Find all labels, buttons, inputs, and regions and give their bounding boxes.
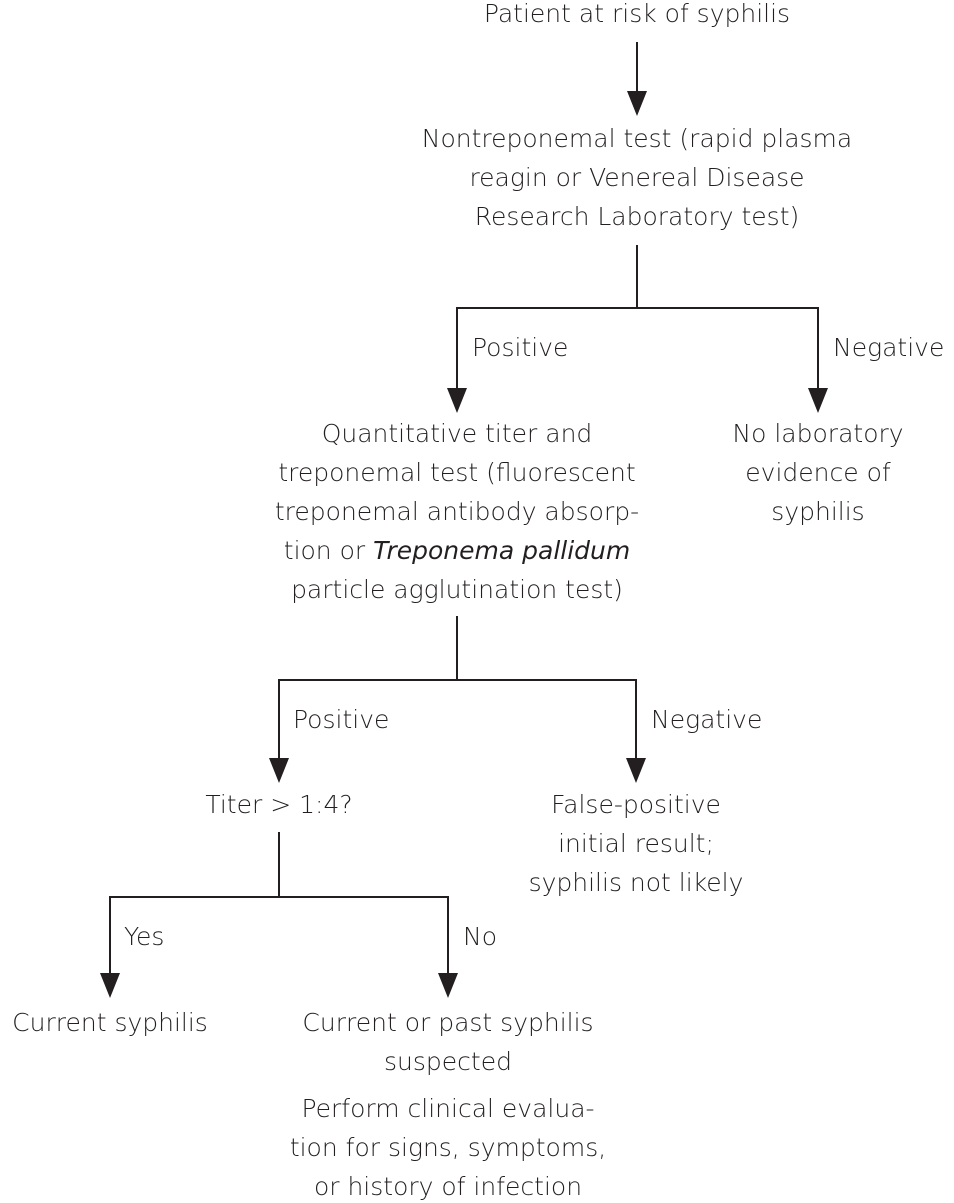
node-text-line: tion or Treponema pallidum <box>284 536 630 565</box>
arrow-head-icon <box>626 758 646 783</box>
node-text-line: evidence of <box>745 458 891 487</box>
node-clinical-evaluation: Perform clinical evalua- tion for signs,… <box>290 1094 606 1201</box>
node-text-line: Nontreponemal test (rapid plasma <box>422 124 852 153</box>
node-quantitative-titer: Quantitative titer and treponemal test (… <box>275 419 639 604</box>
branch-connector <box>278 679 637 765</box>
node-text-line: Perform clinical evalua- <box>301 1094 594 1123</box>
node-nontreponemal-test: Nontreponemal test (rapid plasma reagin … <box>422 124 852 231</box>
edge-label-no: No <box>463 922 497 951</box>
edge-label-negative: Negative <box>651 705 762 734</box>
edge-label-negative: Negative <box>833 333 944 362</box>
arrow-head-icon <box>627 91 647 116</box>
arrow-head-icon <box>447 388 467 413</box>
node-text-line: treponemal antibody absorp- <box>275 497 639 526</box>
node-current-syphilis: Current syphilis <box>12 1008 208 1037</box>
arrow-head-icon <box>438 973 458 998</box>
node-text-line: syphilis not likely <box>529 868 744 897</box>
branch-connector <box>456 307 819 395</box>
node-text-line: Current or past syphilis <box>302 1008 593 1037</box>
branch-connector <box>109 896 449 980</box>
node-text-line: Quantitative titer and <box>322 419 593 448</box>
organism-name: Treponema pallidum <box>373 536 630 565</box>
arrow-head-icon <box>100 973 120 998</box>
node-text-line: particle agglutination test) <box>291 575 623 604</box>
node-text-line: treponemal test (fluorescent <box>278 458 635 487</box>
node-start: Patient at risk of syphilis <box>484 0 790 28</box>
text-span: tion or <box>284 536 373 565</box>
node-no-evidence: No laboratory evidence of syphilis <box>732 419 903 526</box>
node-current-or-past: Current or past syphilis suspected <box>302 1008 593 1076</box>
node-text-line: False-positive <box>551 790 721 819</box>
edge-label-positive: Positive <box>293 705 389 734</box>
edge-label-positive: Positive <box>472 333 568 362</box>
node-text-line: Research Laboratory test) <box>475 202 800 231</box>
node-text-line: syphilis <box>771 497 864 526</box>
arrow-head-icon <box>808 388 828 413</box>
arrow-head-icon <box>269 758 289 783</box>
node-text-line: tion for signs, symptoms, <box>290 1133 606 1162</box>
node-false-positive: False-positive initial result; syphilis … <box>529 790 744 897</box>
node-text-line: initial result; <box>558 829 714 858</box>
node-text-line: reagin or Venereal Disease <box>469 163 804 192</box>
node-text-line: or history of infection <box>314 1172 582 1201</box>
node-titer: Titer > 1:4? <box>205 790 352 819</box>
edge-label-yes: Yes <box>124 922 164 951</box>
node-text-line: No laboratory <box>732 419 903 448</box>
node-text-line: suspected <box>384 1047 512 1076</box>
